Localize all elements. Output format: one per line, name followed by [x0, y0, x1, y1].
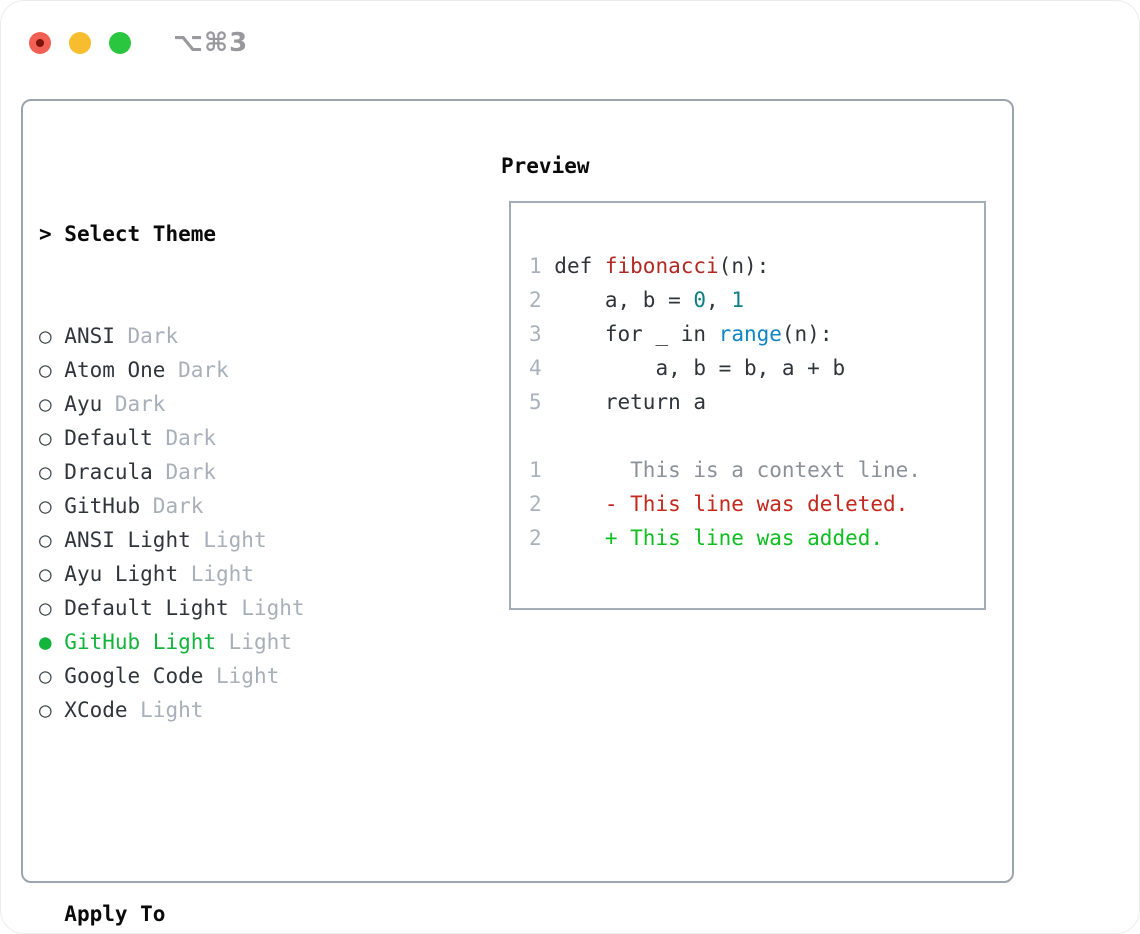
code-segment-number: 0 — [693, 288, 707, 312]
code-line-7: 1 This is a context line. — [529, 453, 921, 487]
radio-icon: ○ — [39, 392, 65, 416]
code-segment-function: fibonacci — [604, 254, 719, 278]
theme-variant-tag: Light — [203, 664, 280, 688]
theme-variant-tag: Dark — [152, 426, 217, 450]
theme-option-xcode[interactable]: ○ XCode Light — [39, 693, 393, 727]
theme-option-atom-one[interactable]: ○ Atom One Dark — [39, 353, 393, 387]
code-segment-deleted: - This line was deleted. — [541, 492, 909, 516]
line-number: 1 — [529, 254, 542, 278]
option-label: Default Light — [64, 596, 229, 620]
titlebar: ⌥⌘3 — [29, 28, 248, 58]
theme-option-github-light[interactable]: ● GitHub Light Light — [39, 625, 393, 659]
code-segment-context: This is a context line. — [541, 458, 921, 482]
select-theme-header: > Select Theme — [39, 217, 393, 251]
apply-to-header: Apply To — [39, 897, 393, 931]
code-segment-plain: (n): — [781, 322, 833, 346]
radio-icon: ○ — [39, 358, 65, 382]
theme-list: ○ ANSI Dark○ Atom One Dark○ Ayu Dark○ De… — [39, 319, 393, 727]
code-segment-plain: a, b = — [541, 288, 694, 312]
window-title: ⌥⌘3 — [173, 28, 249, 58]
theme-option-ayu[interactable]: ○ Ayu Dark — [39, 387, 393, 421]
option-label: Dracula — [64, 460, 153, 484]
radio-icon: ○ — [39, 528, 65, 552]
code-segment-plain: a, b = b, a + b — [541, 356, 846, 380]
option-label: GitHub — [64, 494, 141, 518]
theme-variant-tag: Dark — [114, 324, 179, 348]
header-marker: > — [39, 222, 65, 246]
option-label: Atom One — [64, 358, 166, 382]
option-label: ANSI — [64, 324, 115, 348]
theme-variant-tag: Dark — [102, 392, 166, 416]
option-label: XCode — [64, 698, 128, 722]
theme-option-dracula[interactable]: ○ Dracula Dark — [39, 455, 393, 489]
theme-option-default-light[interactable]: ○ Default Light Light — [39, 591, 393, 625]
option-label: Default — [64, 426, 153, 450]
apply-to-title: Apply To — [64, 902, 166, 926]
indent — [39, 902, 64, 926]
radio-icon: ○ — [39, 494, 65, 518]
radio-icon: ○ — [39, 664, 65, 688]
theme-selector-column: > Select Theme ○ ANSI Dark○ Atom One Dar… — [39, 149, 393, 933]
minimize-button-icon[interactable] — [69, 32, 91, 54]
line-number: 1 — [529, 458, 542, 482]
theme-variant-tag: Dark — [152, 460, 217, 484]
code-line-6 — [529, 419, 921, 453]
code-line-3: 3 for _ in range(n): — [529, 317, 921, 351]
radio-icon: ○ — [39, 460, 65, 484]
theme-variant-tag: Dark — [140, 494, 204, 518]
preview-title: Preview — [501, 154, 590, 178]
code-line-9: 2 + This line was added. — [529, 521, 921, 555]
code-line-8: 2 - This line was deleted. — [529, 487, 921, 521]
line-number: 2 — [529, 288, 542, 312]
line-number: 2 — [529, 492, 542, 516]
theme-selector-panel: > Select Theme ○ ANSI Dark○ Atom One Dar… — [21, 99, 1014, 926]
code-line-2: 2 a, b = 0, 1 — [529, 283, 921, 317]
line-number: 4 — [529, 356, 542, 380]
option-label: Google Code — [64, 664, 204, 688]
code-segment-added: + This line was added. — [541, 526, 884, 550]
theme-option-google-code[interactable]: ○ Google Code Light — [39, 659, 393, 693]
spacer-row — [39, 795, 393, 829]
radio-icon: ○ — [39, 698, 65, 722]
code-segment-plain: for _ in — [541, 322, 719, 346]
code-segment-builtin: range — [718, 322, 782, 346]
code-line-4: 4 a, b = b, a + b — [529, 351, 921, 385]
option-label: GitHub Light — [64, 630, 217, 654]
theme-option-default[interactable]: ○ Default Dark — [39, 421, 393, 455]
radio-icon: ○ — [39, 426, 65, 450]
theme-option-github[interactable]: ○ GitHub Dark — [39, 489, 393, 523]
option-label: Ayu — [64, 392, 103, 416]
theme-option-ayu-light[interactable]: ○ Ayu Light Light — [39, 557, 393, 591]
code-segment-plain: , — [706, 288, 732, 312]
code-line-1: 1 def fibonacci(n): — [529, 249, 921, 283]
line-number: 3 — [529, 322, 542, 346]
radio-icon: ○ — [39, 562, 65, 586]
theme-variant-tag: Light — [228, 596, 305, 620]
radio-icon: ○ — [39, 596, 65, 620]
code-line-5: 5 return a — [529, 385, 921, 419]
code-segment-plain: return a — [541, 390, 707, 414]
option-label: ANSI Light — [64, 528, 191, 552]
theme-variant-tag: Light — [127, 698, 204, 722]
radio-icon: ○ — [39, 324, 65, 348]
theme-variant-tag: Dark — [165, 358, 229, 382]
line-number: 2 — [529, 526, 542, 550]
radio-selected-icon: ● — [39, 630, 65, 654]
theme-variant-tag: Light — [190, 528, 267, 552]
line-number: 5 — [529, 390, 542, 414]
code-segment-plain: (n): — [718, 254, 770, 278]
theme-option-ansi[interactable]: ○ ANSI Dark — [39, 319, 393, 353]
option-label: Ayu Light — [64, 562, 179, 586]
code-segment-number: 1 — [731, 288, 744, 312]
theme-option-ansi-light[interactable]: ○ ANSI Light Light — [39, 523, 393, 557]
code-segment-plain: def — [541, 254, 605, 278]
close-button-icon[interactable] — [29, 32, 51, 54]
select-theme-title: Select Theme — [64, 222, 217, 246]
theme-variant-tag: Light — [216, 630, 292, 654]
zoom-button-icon[interactable] — [109, 32, 131, 54]
theme-variant-tag: Light — [178, 562, 254, 586]
